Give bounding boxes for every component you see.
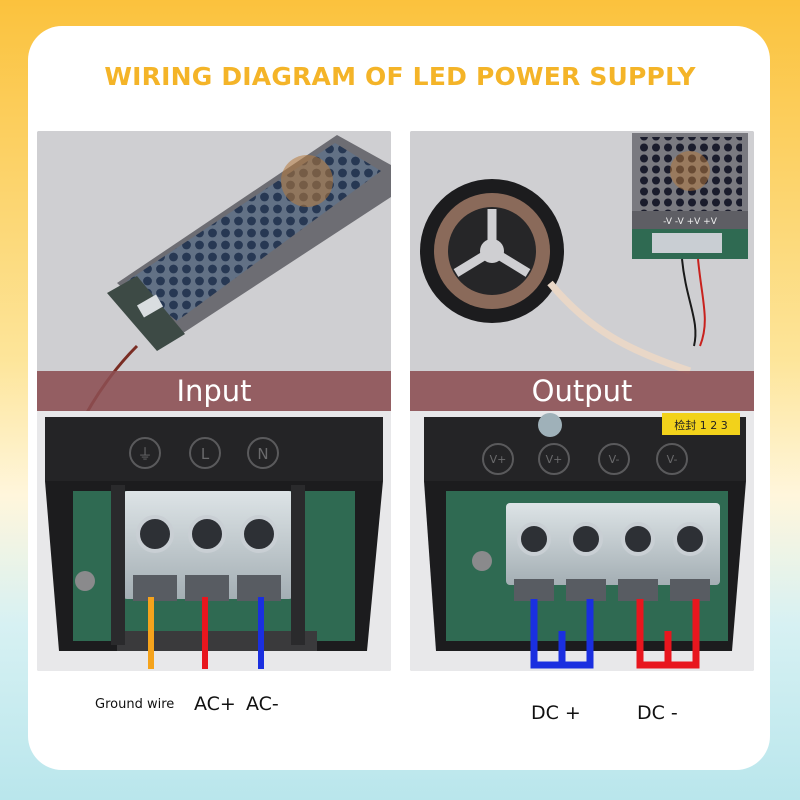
sticker-text: 检封 1 2 3 (674, 418, 728, 432)
output-panel: -V -V +V +V 检封 1 2 3 (410, 131, 754, 671)
dc-plus-label: DC + (531, 702, 581, 724)
dc-minus-label: DC - (637, 702, 678, 724)
inspection-sticker (662, 413, 740, 435)
ac-minus-label: AC- (246, 693, 279, 715)
output-illustration: -V -V +V +V 检封 1 2 3 (410, 131, 754, 671)
dc-plus-wire (530, 599, 594, 669)
vminus-symbol-2: V- (667, 453, 678, 466)
vplus-symbol-1: V+ (490, 453, 507, 466)
output-terminal-block (506, 503, 720, 601)
diagram-title: WIRING DIAGRAM OF LED POWER SUPPLY (104, 62, 696, 91)
led-strip-reel (420, 179, 692, 375)
vminus-symbol-1: V- (609, 453, 620, 466)
ac-plus-label: AC+ (194, 693, 236, 715)
ac-minus-wire (258, 597, 264, 669)
ground-wire (148, 597, 154, 669)
vplus-symbol-2: V+ (546, 453, 563, 466)
n-symbol: N (257, 445, 268, 463)
power-supply-unit (107, 135, 391, 351)
coil-icon (281, 155, 333, 207)
screw-icon (75, 571, 95, 591)
input-panel: ⏚ L N Input (37, 131, 391, 671)
dc-minus-wire (636, 599, 700, 669)
ground-wire-label: Ground wire (95, 697, 175, 712)
ac-plus-wire (202, 597, 208, 669)
output-top-label: -V -V +V +V (663, 217, 718, 227)
coil-icon (670, 151, 710, 191)
input-terminal-block (111, 485, 305, 645)
input-banner: Input (37, 371, 391, 411)
ground-symbol: ⏚ (137, 445, 152, 463)
output-power-supply: -V -V +V +V (632, 133, 748, 347)
l-symbol: L (201, 445, 210, 463)
capacitor-icon (538, 413, 562, 437)
screw-icon (472, 551, 492, 571)
output-banner: Output (410, 371, 754, 411)
input-illustration: ⏚ L N (37, 131, 391, 671)
input-terminal-symbols: ⏚ L N (129, 437, 279, 469)
output-terminal-symbols: V+ V+ V- V- (482, 443, 688, 475)
